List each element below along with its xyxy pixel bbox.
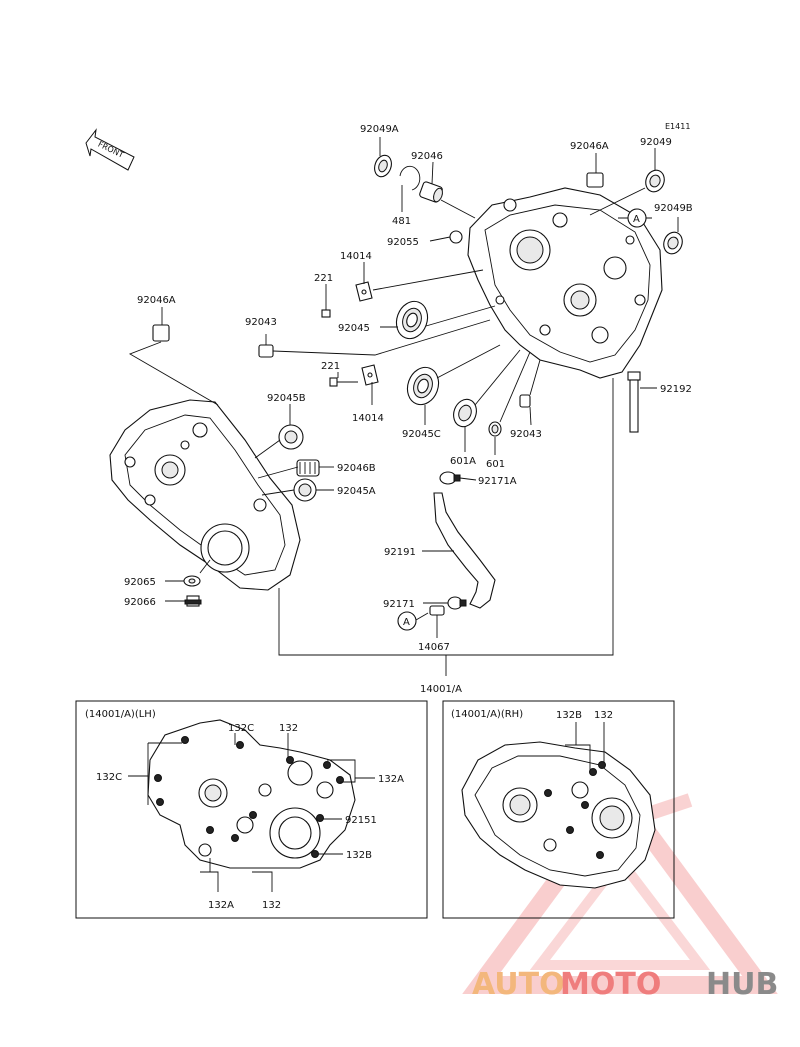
- label-221-top: 221: [314, 273, 333, 284]
- ball-bearing-601A: [453, 398, 477, 428]
- lh-detail-box: (14001/A)(LH): [75, 700, 428, 919]
- label-601: 601: [486, 459, 505, 470]
- label-92065: 92065: [124, 577, 156, 588]
- label-92066: 92066: [124, 597, 156, 608]
- seal-92049A: [374, 154, 392, 178]
- label-481: 481: [392, 216, 411, 227]
- ball-bearing-92045: [395, 300, 429, 340]
- label-92046A-left: 92046A: [137, 295, 176, 306]
- lh-box-title: (14001/A)(LH): [85, 709, 156, 720]
- bolt-221-top: [321, 290, 331, 318]
- seal-92049: [645, 169, 665, 193]
- lh-label-132A-right: 132A: [378, 774, 404, 785]
- clamp-92171A: [439, 471, 461, 485]
- hose-92191: [433, 492, 496, 609]
- lh-label-132B: 132B: [346, 850, 372, 861]
- watermark-hub: HUB: [706, 967, 778, 1002]
- label-14014-mid: 14014: [352, 413, 384, 424]
- ball-bearing-92045A: [293, 478, 317, 502]
- callout-a-bottom-label: A: [403, 617, 410, 628]
- label-92171: 92171: [383, 599, 415, 610]
- label-92049: 92049: [640, 137, 672, 148]
- circlip-481: [399, 165, 421, 191]
- diagram-code: E1411: [665, 122, 690, 131]
- left-crankcase-half: [109, 399, 301, 591]
- right-crankcase-half: [467, 187, 663, 379]
- watermark-auto: AUTO: [472, 967, 565, 1002]
- lh-label-132C-left: 132C: [96, 772, 122, 783]
- clamp-92171: [447, 596, 467, 610]
- ball-bearing-92045C: [406, 366, 440, 406]
- o-ring-92055: [449, 230, 463, 244]
- dowel-92043-right: [519, 394, 531, 408]
- label-92045C: 92045C: [402, 429, 441, 440]
- label-92045B: 92045B: [267, 393, 306, 404]
- lh-label-132-bottom: 132: [262, 900, 281, 911]
- label-92055: 92055: [387, 237, 419, 248]
- rh-box-title: (14001/A)(RH): [451, 709, 523, 720]
- callout-a-top: A: [627, 208, 647, 228]
- ball-bearing-601: [488, 421, 502, 437]
- rh-label-132: 132: [594, 710, 613, 721]
- label-221-mid: 221: [321, 361, 340, 372]
- lh-label-132C-top: 132C: [228, 723, 254, 734]
- label-92046A-top: 92046A: [570, 141, 609, 152]
- callout-a-top-label: A: [633, 214, 640, 225]
- bolt-221-mid: [329, 377, 358, 387]
- watermark-moto: MOTO: [560, 967, 661, 1002]
- callout-a-bottom: A: [397, 611, 417, 631]
- lh-label-132-top: 132: [279, 723, 298, 734]
- label-92046B: 92046B: [337, 463, 376, 474]
- seal-92049B: [663, 231, 683, 255]
- lh-label-92151: 92151: [345, 815, 377, 826]
- rh-label-132B: 132B: [556, 710, 582, 721]
- part-labels: 92049A 92046 481 92055 92046A 92049 9204…: [124, 124, 693, 695]
- label-92045: 92045: [338, 323, 370, 334]
- label-92045A: 92045A: [337, 486, 376, 497]
- plate-14014-top: [355, 281, 373, 302]
- label-14001A: 14001/A: [420, 684, 462, 695]
- label-92043-left: 92043: [245, 317, 277, 328]
- drain-plug-92066: [184, 595, 202, 607]
- label-92043-right: 92043: [510, 429, 542, 440]
- label-92049B: 92049B: [654, 203, 693, 214]
- label-92046: 92046: [411, 151, 443, 162]
- label-92049A: 92049A: [360, 124, 399, 135]
- lh-label-132A-bottom: 132A: [208, 900, 234, 911]
- label-92192: 92192: [660, 384, 692, 395]
- front-arrow: FRONT: [85, 128, 135, 171]
- rh-detail-box: (14001/A)(RH) 132B 132: [442, 700, 675, 919]
- washer-92065: [183, 575, 201, 587]
- label-92191: 92191: [384, 547, 416, 558]
- dowel-92043-left: [258, 344, 274, 358]
- needle-bearing-92046A-top: [586, 172, 604, 188]
- needle-bearing-92046: [419, 181, 443, 203]
- needle-bearing-92046B: [296, 459, 320, 477]
- pipe-14067: [429, 605, 445, 616]
- label-601A: 601A: [450, 456, 476, 467]
- plate-14014-mid: [361, 364, 379, 386]
- watermark-text: AUTO MOTO HUB: [472, 967, 778, 1002]
- breather-tube-92192: [627, 371, 641, 433]
- needle-bearing-92046A-left: [152, 324, 170, 342]
- label-14067: 14067: [418, 642, 450, 653]
- seal-92045B: [278, 424, 304, 450]
- label-92171A: 92171A: [478, 476, 517, 487]
- label-14014-top: 14014: [340, 251, 372, 262]
